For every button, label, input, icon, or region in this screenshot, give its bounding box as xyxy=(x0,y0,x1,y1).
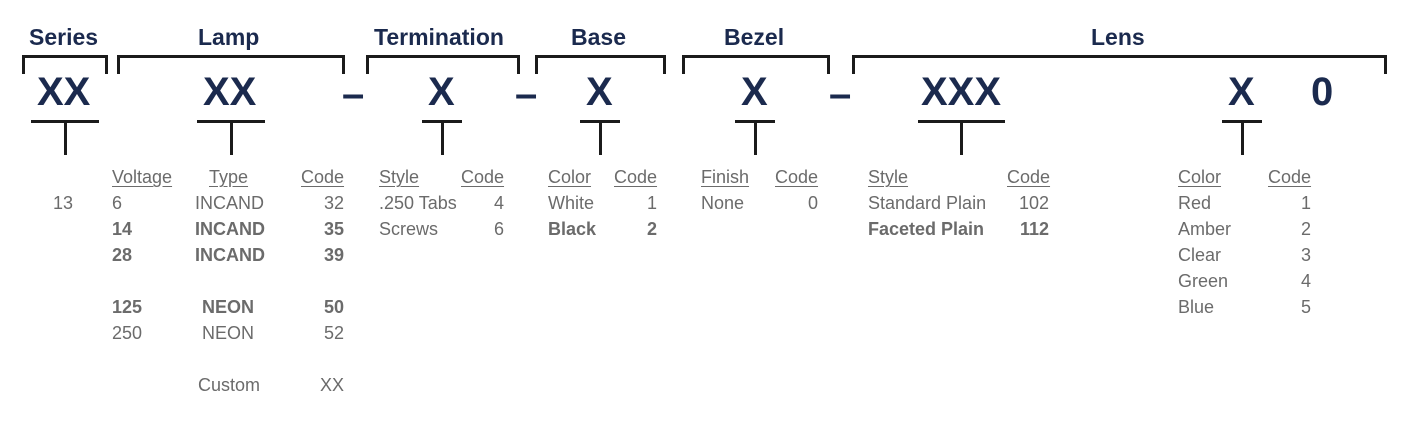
lamp-voltage: 250 xyxy=(112,323,143,343)
termination-style: .250 Tabs xyxy=(379,193,457,213)
termination-connector-stem xyxy=(441,120,444,155)
lamp-code: 35 xyxy=(323,219,344,239)
bezel-finish-header: Finish xyxy=(701,167,750,187)
lens-style-code: 112 xyxy=(1019,219,1049,239)
termination-code: X xyxy=(428,70,455,114)
lamp-voltage: 14 xyxy=(112,219,133,239)
base-code: X xyxy=(586,70,613,114)
bezel-finish: None xyxy=(701,193,745,213)
lens-color-code: 1 xyxy=(1300,193,1311,213)
bezel-code-header: Code xyxy=(775,167,819,187)
base-color-header: Color xyxy=(548,167,592,187)
separator-dash: – xyxy=(829,72,852,116)
lens-style-connector-stem xyxy=(960,120,963,155)
termination-code-header: Code xyxy=(461,167,505,187)
lens-style-header: Style xyxy=(868,167,909,187)
lamp-type: NEON xyxy=(202,297,255,317)
lens-style-code-header: Code xyxy=(1007,167,1051,187)
lens-color-code: 2 xyxy=(1300,219,1311,239)
lamp-code: 52 xyxy=(323,323,344,343)
lamp-header: Lamp xyxy=(198,24,260,50)
lamp-voltage: 28 xyxy=(112,245,133,265)
bezel-code: X xyxy=(741,70,768,114)
separator-dash: – xyxy=(515,72,538,116)
lamp-code: XX xyxy=(203,70,257,114)
lens-style: Faceted Plain xyxy=(868,219,985,239)
lens-color-code: X xyxy=(1228,70,1255,114)
lens-color-header: Color xyxy=(1178,167,1222,187)
lamp-type: NEON xyxy=(202,323,255,343)
series-bracket xyxy=(22,55,108,74)
lens-color: Amber xyxy=(1178,219,1232,239)
bezel-header: Bezel xyxy=(724,24,785,50)
base-code: 1 xyxy=(646,193,657,213)
bezel-connector-stem xyxy=(754,120,757,155)
series-code: XX xyxy=(37,70,91,114)
lamp-type: INCAND xyxy=(195,245,265,265)
termination-code: 4 xyxy=(493,193,504,213)
lamp-bracket xyxy=(117,55,345,74)
base-code-header: Code xyxy=(614,167,658,187)
base-color: Black xyxy=(548,219,597,239)
series-value: 13 xyxy=(53,193,74,213)
lens-color-code: 5 xyxy=(1300,297,1311,317)
termination-header: Termination xyxy=(374,24,504,50)
lamp-code: 50 xyxy=(323,297,344,317)
lamp-type: Custom xyxy=(198,375,261,395)
lens-color: Clear xyxy=(1178,245,1222,265)
lens-color: Green xyxy=(1178,271,1229,291)
lens-style: Standard Plain xyxy=(868,193,987,213)
base-bracket xyxy=(535,55,666,74)
lamp-type-header: Type xyxy=(209,167,249,187)
lens-color-code: 4 xyxy=(1300,271,1311,291)
termination-code: 6 xyxy=(493,219,504,239)
lamp-voltage: 6 xyxy=(112,193,123,213)
separator-dash: – xyxy=(342,72,365,116)
lens-header: Lens xyxy=(1091,24,1145,50)
lens-style-code: 102 xyxy=(1018,193,1049,213)
lens-color: Red xyxy=(1178,193,1212,213)
lens-style-code: XXX xyxy=(921,70,1002,114)
lamp-code: XX xyxy=(319,375,344,395)
lamp-connector-stem xyxy=(230,120,233,155)
termination-style-header: Style xyxy=(379,167,420,187)
lamp-type: INCAND xyxy=(195,219,265,239)
termination-style: Screws xyxy=(379,219,439,239)
lens-color-code: 3 xyxy=(1300,245,1311,265)
lens-bracket xyxy=(852,55,1387,74)
base-header: Base xyxy=(571,24,626,50)
bezel-code: 0 xyxy=(807,193,818,213)
lens-color: Blue xyxy=(1178,297,1215,317)
bezel-bracket xyxy=(682,55,830,74)
base-code: 2 xyxy=(646,219,657,239)
lamp-code: 39 xyxy=(323,245,344,265)
lamp-code-header: Code xyxy=(301,167,345,187)
termination-bracket xyxy=(366,55,520,74)
series-connector-stem xyxy=(64,120,67,155)
lens-color-connector-stem xyxy=(1241,120,1244,155)
lamp-voltage-header: Voltage xyxy=(112,167,173,187)
lens-suffix-code: 0 xyxy=(1311,70,1334,114)
lamp-type: INCAND xyxy=(195,193,265,213)
series-header: Series xyxy=(29,24,99,50)
base-color: White xyxy=(548,193,595,213)
lamp-code: 32 xyxy=(323,193,344,213)
lamp-voltage: 125 xyxy=(112,297,143,317)
lens-color-code-header: Code xyxy=(1268,167,1312,187)
base-connector-stem xyxy=(599,120,602,155)
